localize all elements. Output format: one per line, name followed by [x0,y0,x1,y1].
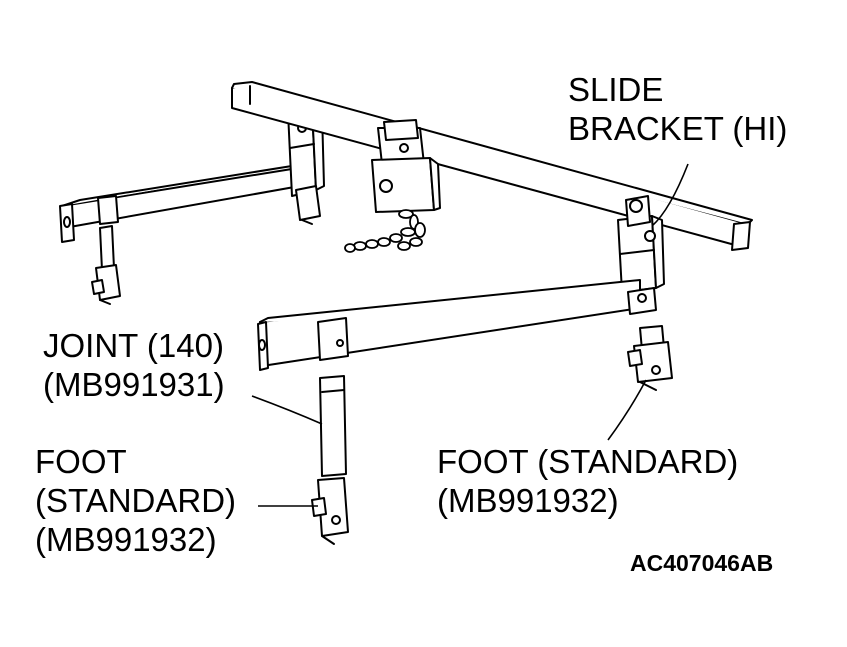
slide-bar-beam [231,81,753,251]
foot-left-label: FOOT (STANDARD) (MB991932) [35,442,236,559]
leader-slide-bracket [651,163,689,227]
leader-foot-right [607,379,647,441]
foot-right-label-line-1: FOOT (STANDARD) [437,443,739,480]
slide-bracket-block [617,195,665,293]
foot-left-label-line-3: (MB991932) [35,521,217,558]
foot-left-label-line-1: FOOT [35,443,127,480]
hook-assembly [371,119,441,213]
slide-bracket-label: SLIDE BRACKET (HI) [568,70,787,148]
front-right-foot [627,325,673,391]
joint-label: JOINT (140) (MB991931) [43,326,225,404]
chain [344,209,426,253]
foot-left-label-line-2: (STANDARD) [35,482,237,519]
slide-bracket-label-line-2: BRACKET (HI) [568,110,788,147]
rear-left-arm [59,164,301,243]
foot-right-label-line-2: (MB991932) [437,482,619,519]
joint-label-line-1: JOINT (140) [43,327,224,364]
joint-label-line-2: (MB991931) [43,366,225,403]
joint-tube [319,375,347,477]
slide-bracket-label-line-1: SLIDE [568,71,664,108]
figure-code: AC407046AB [630,550,774,576]
front-left-foot [311,477,349,545]
front-arm [257,279,657,371]
rear-left-foot [91,225,121,305]
foot-right-label: FOOT (STANDARD) (MB991932) [437,442,738,520]
leader-joint [251,395,323,425]
